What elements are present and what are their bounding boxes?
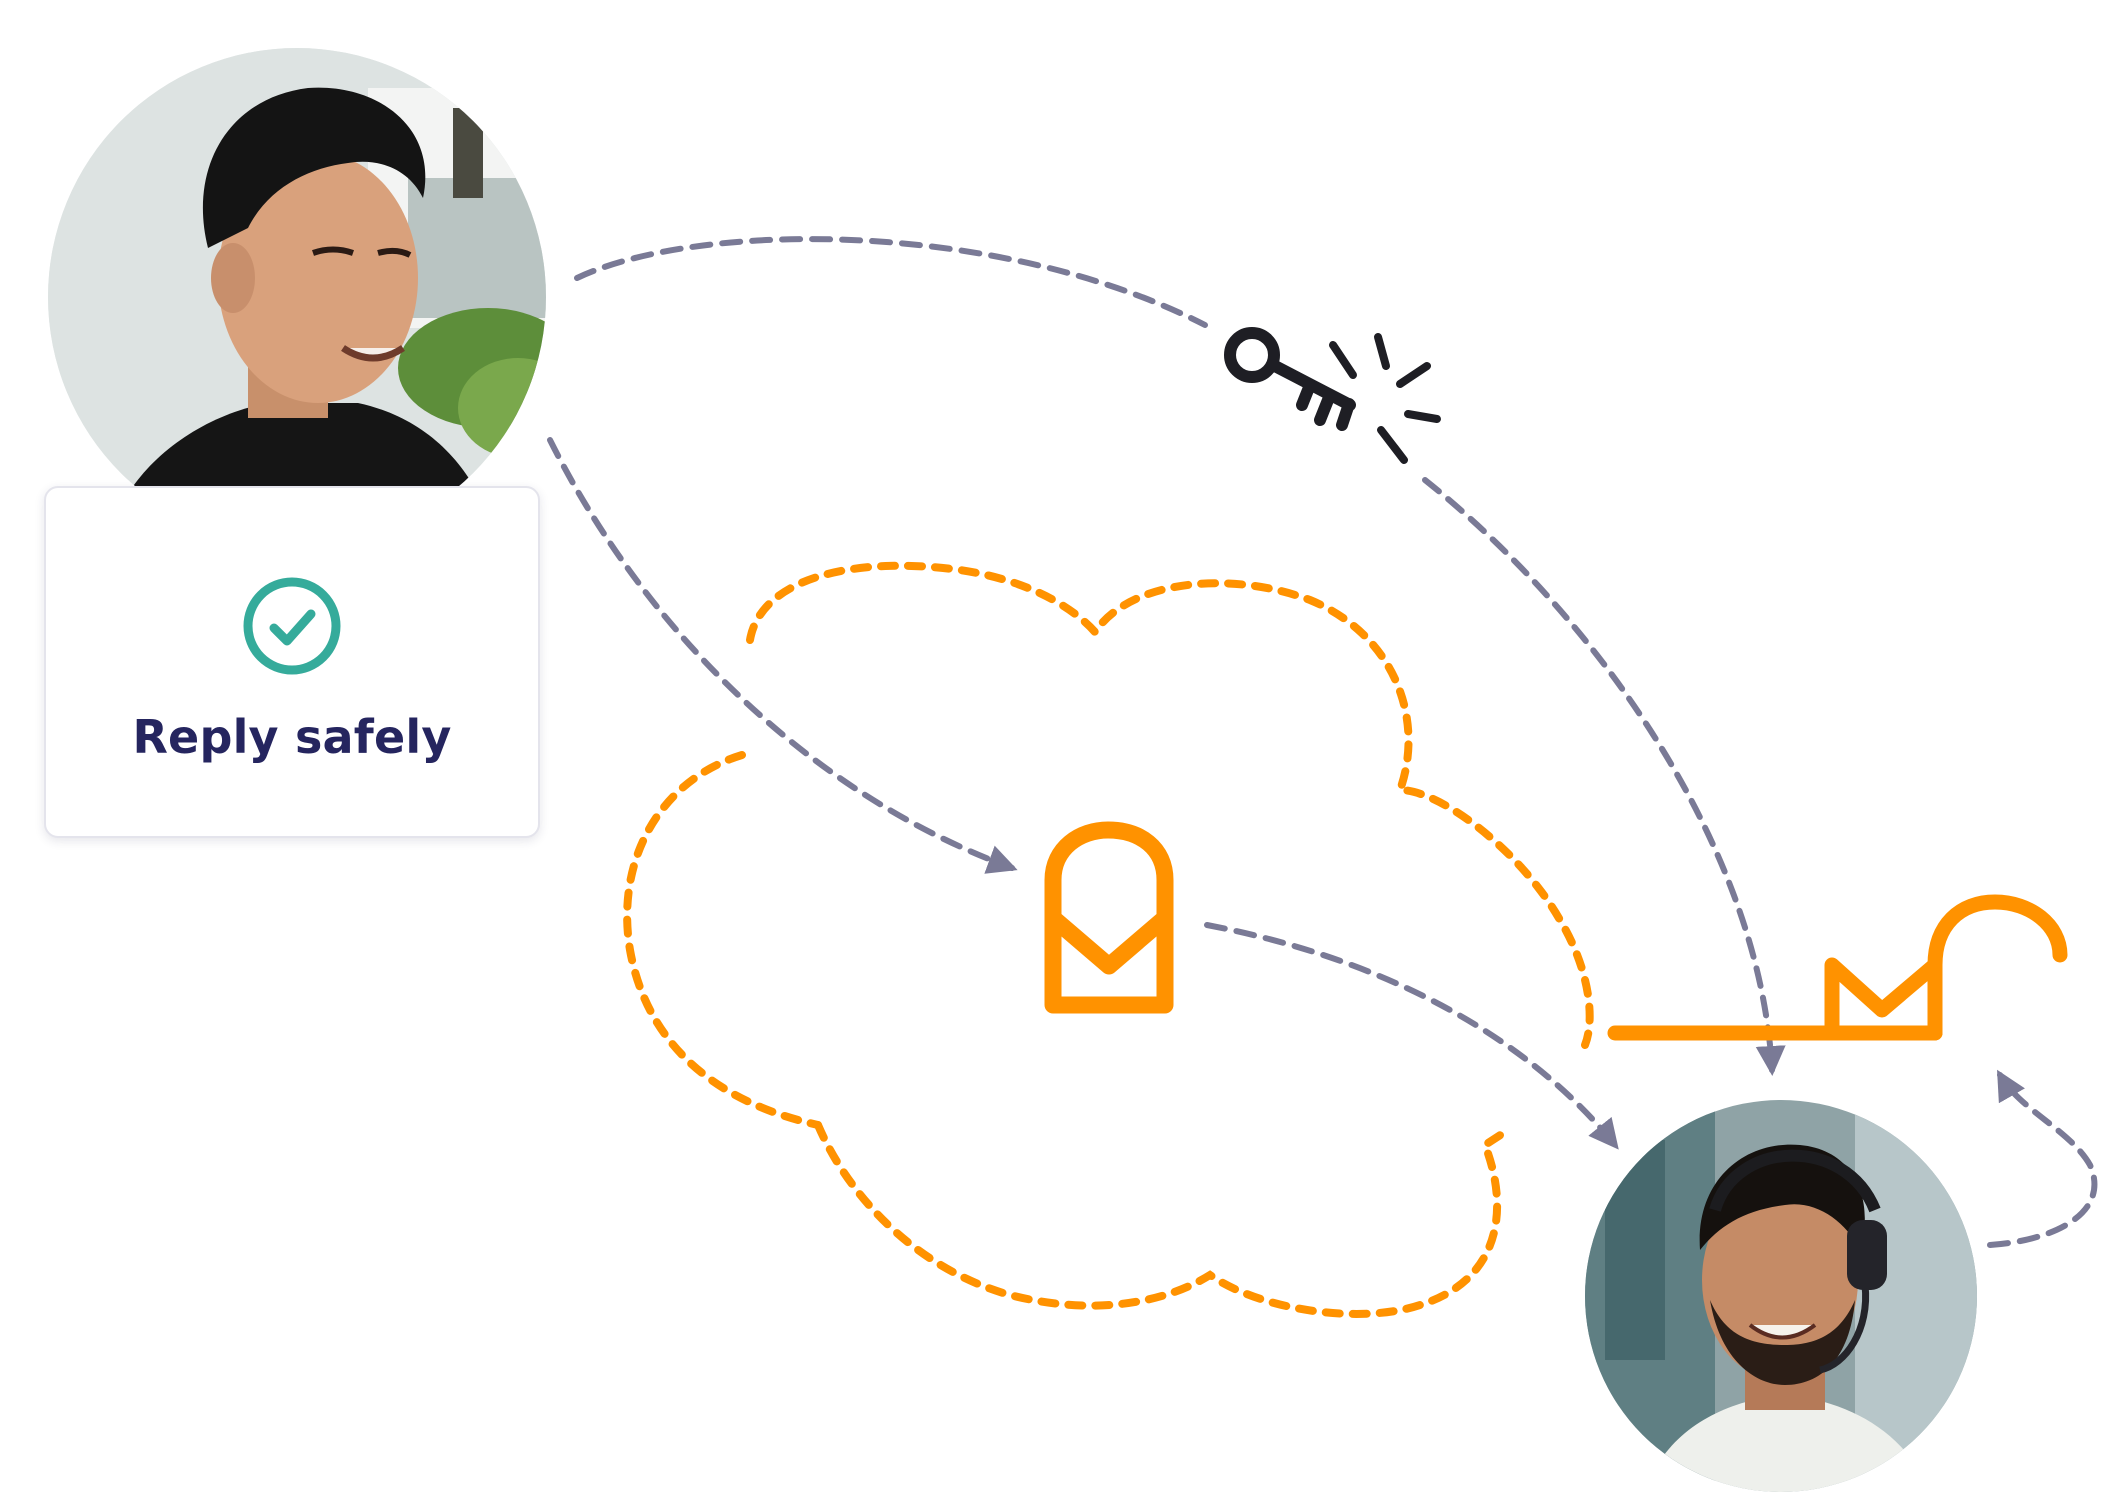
key-icon xyxy=(1224,327,1356,431)
connector-key-to-recipient xyxy=(1422,477,1786,1076)
connector-mail-to-recipient xyxy=(1204,922,1619,1150)
sender-avatar xyxy=(48,48,546,546)
reply-safely-card[interactable]: Reply safely xyxy=(44,486,540,838)
connector-sender-to-mail xyxy=(547,437,1018,874)
reply-safely-label: Reply safely xyxy=(132,710,452,764)
sparkle-icon xyxy=(1329,333,1441,464)
connector-sender-to-key xyxy=(574,236,1208,328)
connector-recipient-to-open-mail xyxy=(1987,1069,2098,1248)
locked-mail-icon xyxy=(1044,821,1174,1014)
recipient-avatar xyxy=(1585,1100,1977,1492)
connectors xyxy=(547,236,2098,1248)
unlocked-mail-body xyxy=(1824,957,1943,1041)
check-circle-icon xyxy=(243,577,341,675)
cloud-outline xyxy=(623,561,1594,1318)
